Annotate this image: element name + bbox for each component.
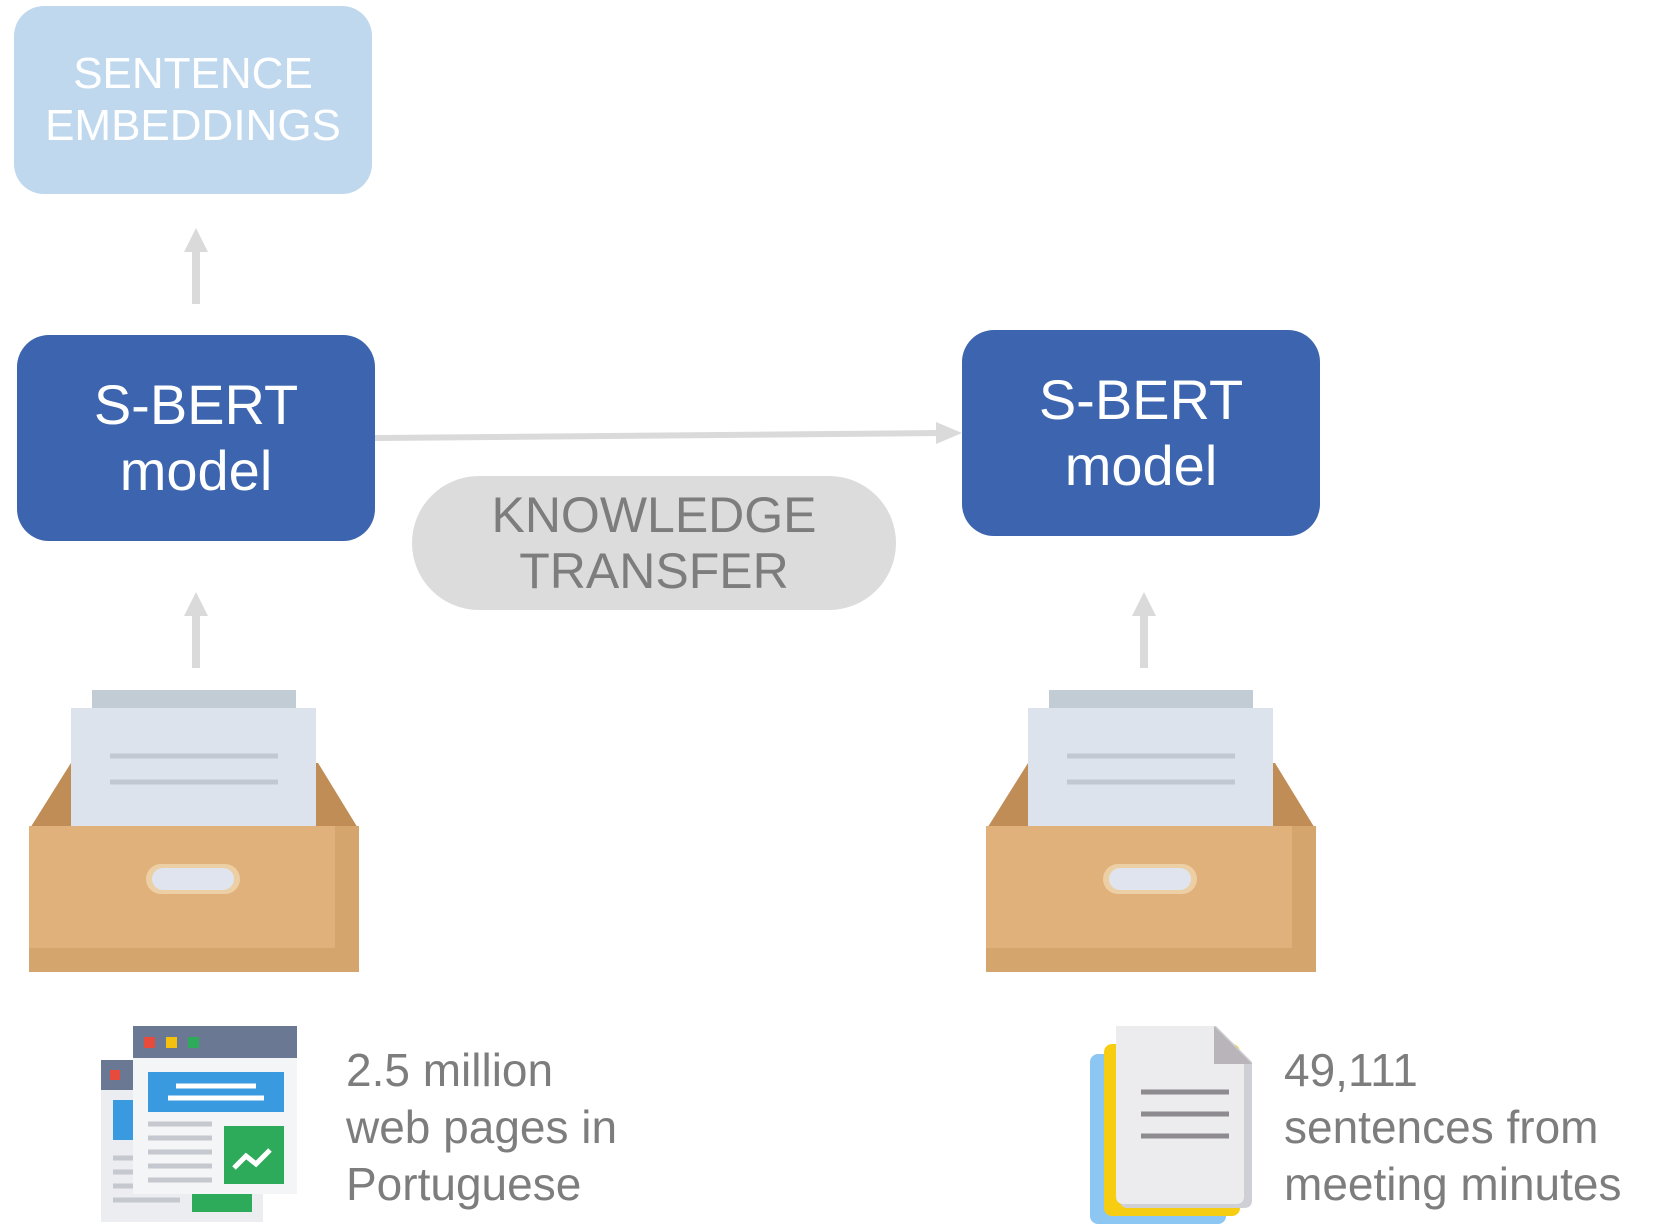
knowledge-transfer-label: KNOWLEDGE TRANSFER [412, 476, 896, 610]
knowledge-transfer-line2: TRANSFER [519, 543, 789, 599]
archive-box-icon [986, 690, 1316, 972]
source-left-caption: 2.5 million web pages in Portuguese [346, 1042, 617, 1213]
sbert-model-right-line2: model [1064, 434, 1218, 497]
source-left-line2: web pages in [346, 1101, 618, 1153]
sbert-model-right-line1: S-BERT [1038, 368, 1244, 431]
arrow-up-to-model-right [1132, 592, 1156, 668]
sentence-embeddings-box: SENTENCE EMBEDDINGS [14, 6, 372, 194]
web-pages-icon [101, 1026, 297, 1222]
sbert-model-left-line2: model [119, 439, 273, 502]
sbert-model-right-box: S-BERT model [962, 330, 1320, 536]
arrow-knowledge-transfer [374, 422, 962, 444]
knowledge-transfer-line1: KNOWLEDGE [491, 487, 817, 543]
source-left-line3: Portuguese [346, 1158, 582, 1210]
sbert-model-left-line1: S-BERT [93, 373, 299, 436]
arrow-up-to-embeddings [184, 228, 208, 304]
source-left-line1: 2.5 million [346, 1044, 554, 1096]
sentence-embeddings-line1: SENTENCE [73, 49, 313, 98]
archive-box-icon [29, 690, 359, 972]
source-right-line3: meeting minutes [1284, 1158, 1622, 1210]
source-right-line2: sentences from [1284, 1101, 1599, 1153]
sbert-model-left-box: S-BERT model [17, 335, 375, 541]
source-right-caption: 49,111 sentences from meeting minutes [1284, 1042, 1622, 1213]
arrow-up-to-model-left [184, 592, 208, 668]
documents-icon [1090, 1026, 1252, 1224]
source-right-line1: 49,111 [1284, 1044, 1418, 1096]
sentence-embeddings-line2: EMBEDDINGS [45, 101, 341, 150]
